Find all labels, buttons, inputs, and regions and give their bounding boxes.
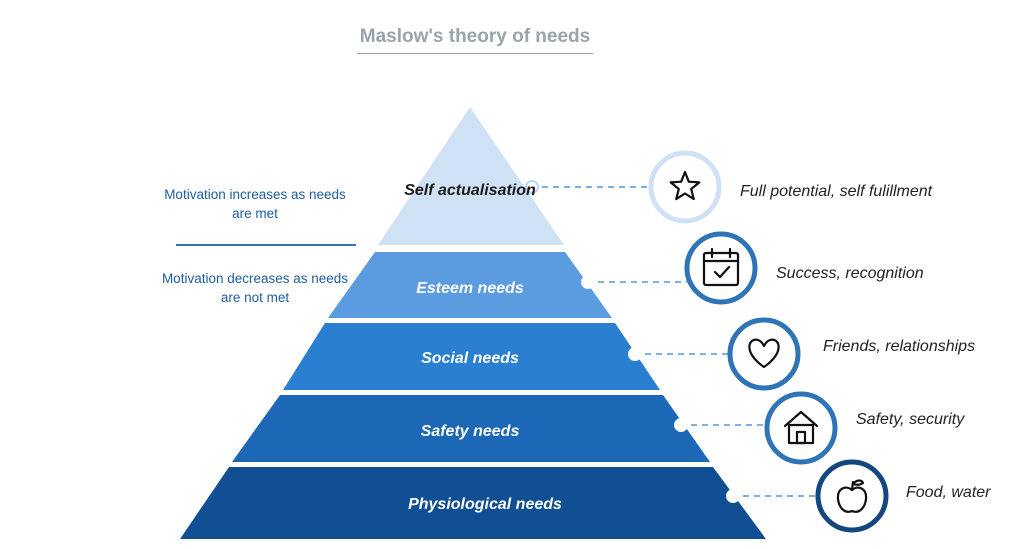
title-underline xyxy=(357,53,593,54)
level-desc-social: Friends, relationships xyxy=(823,338,976,355)
pyramid-tier-social xyxy=(283,323,660,390)
connector-dot-self-actualisation xyxy=(525,180,539,194)
level-label-social: Social needs xyxy=(421,350,519,367)
icon-circle-self-actualisation xyxy=(648,150,722,224)
connector-dot-safety xyxy=(674,418,688,432)
heart-icon xyxy=(748,338,780,369)
connector-dot-social xyxy=(628,347,642,361)
icon-circle-physiological xyxy=(815,459,889,533)
icon-circle-esteem xyxy=(684,231,758,305)
level-desc-self-actualisation: Full potential, self fulillment xyxy=(740,183,933,200)
side-note-lower: Motivation decreases as needs are not me… xyxy=(161,271,349,305)
pyramid-tier-safety xyxy=(232,395,710,462)
apple-icon xyxy=(836,479,868,513)
icon-circle-safety xyxy=(764,391,838,465)
star-icon xyxy=(669,170,701,201)
calendar-check-icon xyxy=(702,247,740,287)
level-desc-physiological: Food, water xyxy=(906,484,991,501)
connector-dot-physiological xyxy=(726,489,740,503)
level-label-self-actualisation: Self actualisation xyxy=(404,182,536,199)
level-desc-esteem: Success, recognition xyxy=(776,265,924,282)
house-icon xyxy=(783,410,819,445)
level-label-safety: Safety needs xyxy=(420,423,520,440)
pyramid-tier-esteem xyxy=(328,252,612,318)
connector-dot-esteem xyxy=(581,275,595,289)
level-desc-safety: Safety, security xyxy=(856,411,965,428)
side-note-upper: Motivation increases as needs are met xyxy=(164,187,346,221)
side-divider xyxy=(176,244,356,246)
pyramid-tier-physiological xyxy=(180,467,766,539)
diagram-title: Maslow's theory of needs xyxy=(359,26,591,47)
level-label-esteem: Esteem needs xyxy=(416,280,524,297)
level-label-physiological: Physiological needs xyxy=(408,496,562,513)
icon-circle-social xyxy=(727,317,801,391)
pyramid-tier-self-actualisation xyxy=(378,107,564,245)
